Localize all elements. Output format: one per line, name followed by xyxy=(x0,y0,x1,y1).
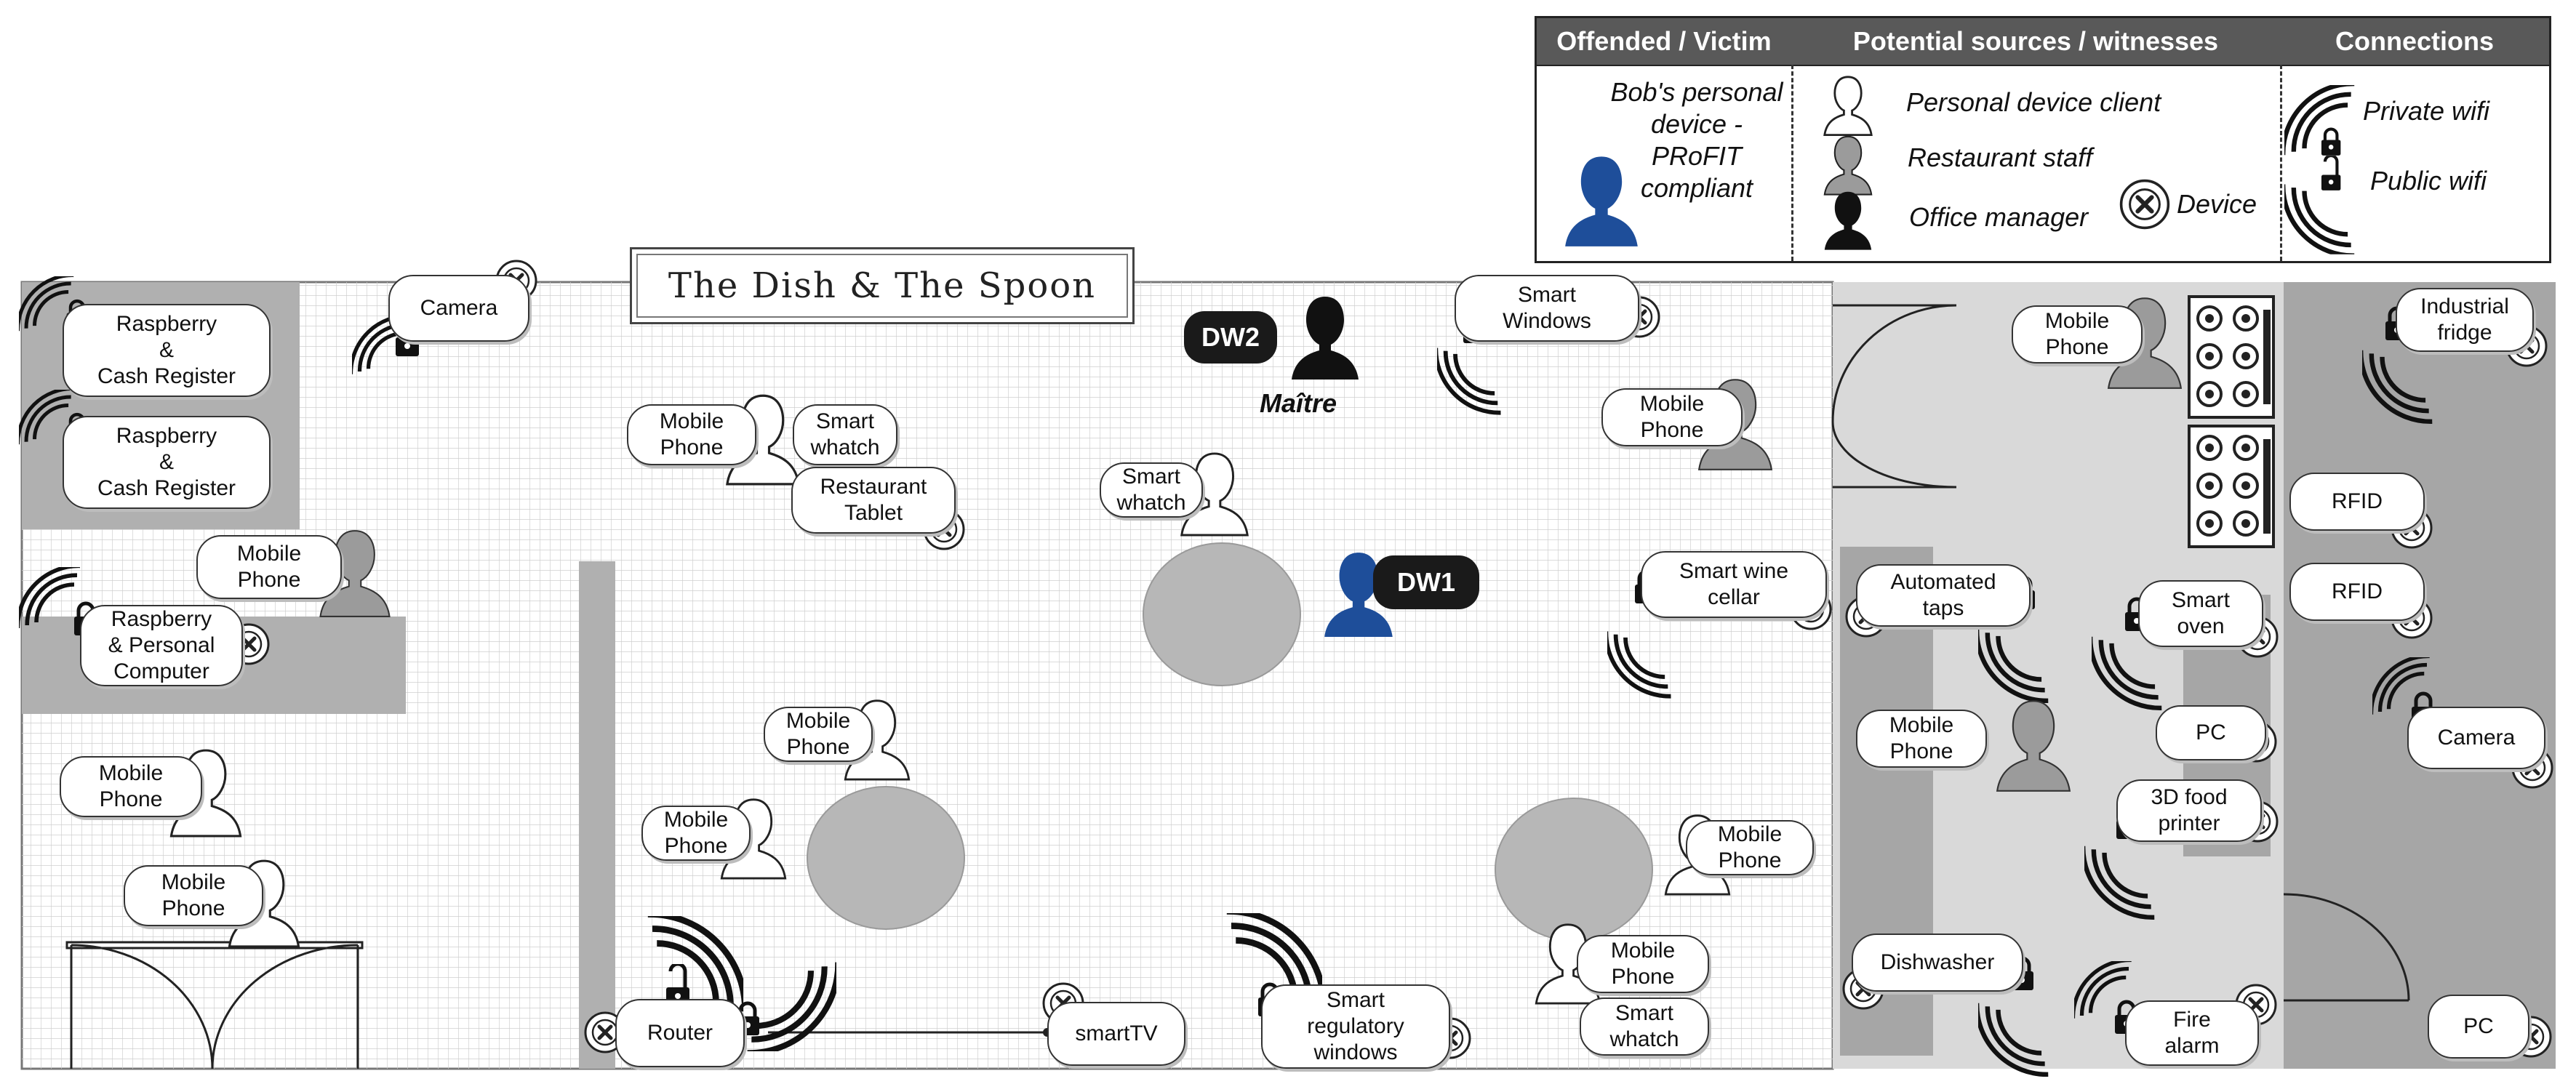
device-icon xyxy=(2238,617,2277,657)
stove-icon xyxy=(2189,297,2273,417)
legend-header-witnesses: Potential sources / witnesses xyxy=(1791,18,2280,66)
device-icon xyxy=(2511,1017,2551,1056)
device-icon xyxy=(2236,722,2276,761)
partition-wall xyxy=(579,561,615,1069)
client-icon xyxy=(1823,76,1873,136)
device-icon xyxy=(1847,597,1886,636)
storage-door xyxy=(2283,893,2410,1002)
device-icon xyxy=(1844,969,1883,1008)
device-icon xyxy=(229,625,268,664)
device-icon xyxy=(497,261,536,300)
legend-device-label: Device xyxy=(2177,189,2257,219)
device-icon xyxy=(2507,326,2546,366)
legend-manager-label: Office manager xyxy=(1909,202,2089,232)
public-wifi-icon xyxy=(2284,153,2364,255)
table-center xyxy=(1143,542,1301,686)
device-icon xyxy=(232,446,271,485)
entrance-door xyxy=(65,941,364,1069)
legend-staff-label: Restaurant staff xyxy=(1908,142,2093,172)
staff-icon xyxy=(1823,135,1873,196)
device-icon xyxy=(2238,802,2277,841)
kitchen-door xyxy=(1831,304,1957,489)
device-icon xyxy=(924,510,964,549)
device-icon xyxy=(2513,748,2552,787)
table-right xyxy=(1495,798,1653,942)
legend-header-connections: Connections xyxy=(2280,18,2549,66)
legend-client-label: Personal device client xyxy=(1906,87,2161,117)
dining-floor xyxy=(20,281,1834,1070)
device-icon xyxy=(1620,297,1659,337)
device-icon xyxy=(232,334,271,373)
manager-icon xyxy=(1824,191,1872,250)
legend-public-wifi-label: Public wifi xyxy=(2370,166,2487,196)
device-icon xyxy=(2392,508,2431,547)
tables xyxy=(807,542,1653,942)
device-icon xyxy=(1791,590,1831,629)
device-icon xyxy=(2392,598,2431,638)
victim-description: Bob's personal device - PRoFIT compliant xyxy=(1610,77,1783,203)
device-icon xyxy=(1044,984,1083,1023)
legend: Offended / Victim Potential sources / wi… xyxy=(1535,16,2551,263)
stove-icon xyxy=(2189,426,2273,547)
legend-private-wifi-label: Private wifi xyxy=(2363,96,2490,126)
table-left xyxy=(807,786,965,930)
legend-header-victim: Offended / Victim xyxy=(1537,18,1791,66)
device-icon xyxy=(585,1013,625,1052)
device-icon xyxy=(2236,985,2276,1024)
device-icon xyxy=(1431,1019,1470,1058)
device-icon xyxy=(2119,178,2171,230)
